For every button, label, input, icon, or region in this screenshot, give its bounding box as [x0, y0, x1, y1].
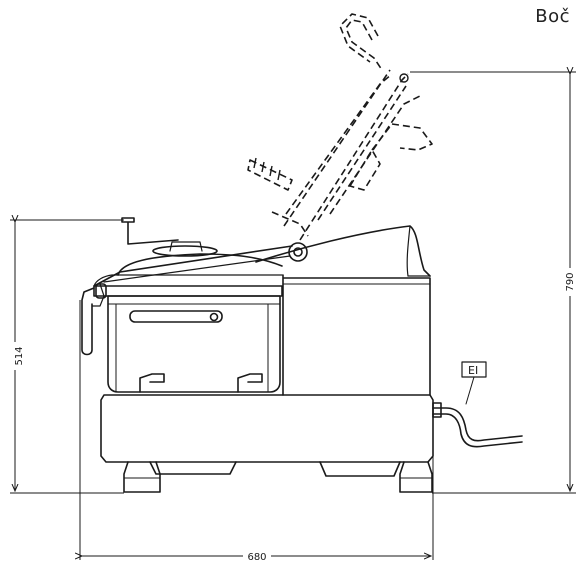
bowl-clamp-left: [139, 373, 165, 393]
lid-arm: [93, 245, 293, 287]
front-latch: [81, 287, 95, 356]
motor-cover: [255, 225, 431, 277]
dim-label-514: 514: [14, 346, 25, 365]
lid-top: [117, 253, 283, 276]
electric-label: EI: [468, 364, 478, 377]
machine-base: [100, 394, 434, 463]
base-bowl-right: [319, 461, 401, 477]
foot-right: [399, 461, 433, 493]
foot-left: [123, 461, 161, 493]
bowl-handle: [129, 310, 223, 323]
power-cable: [432, 407, 523, 442]
bowl-clamp-right: [237, 373, 263, 393]
dim-label-680: 680: [247, 552, 266, 563]
dim-label-790: 790: [565, 272, 576, 291]
lid-open-position: [247, 13, 433, 241]
cable-gland: [432, 402, 442, 418]
motor-housing: [282, 274, 431, 396]
base-bowl-left: [149, 461, 237, 475]
view-title: Boč: [535, 6, 570, 27]
crank-handle: [121, 217, 179, 245]
lid-rim: [93, 285, 283, 297]
bowl: [107, 295, 281, 393]
lid-pivot: [288, 242, 308, 262]
